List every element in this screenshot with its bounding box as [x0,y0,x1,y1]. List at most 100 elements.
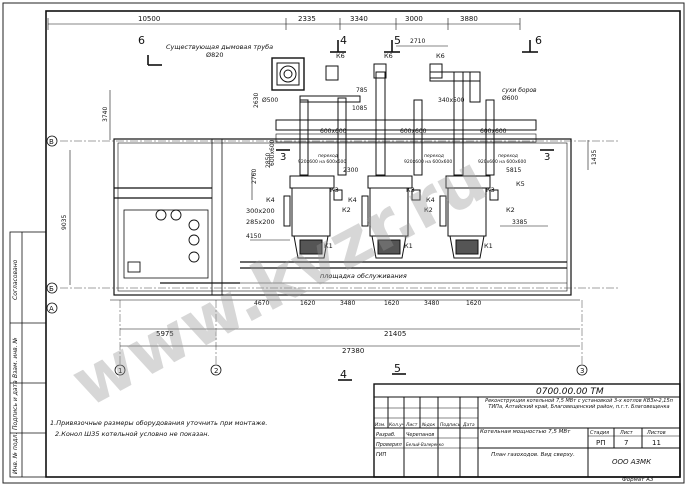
size-300: 300x200 [246,207,275,215]
flue-ducts [275,63,537,176]
mark-k6-3: К6 [436,52,445,60]
dim-3000: 3000 [405,15,423,23]
mark-k1-2: К1 [404,242,413,250]
stage-header: Стадия [590,430,609,436]
boiler-1 [283,175,343,259]
transition-3: переход [498,154,518,159]
platform-label: площадка обслуживания [320,272,407,280]
sheets-value: 11 [652,439,661,447]
axis-3: 3 [580,367,584,375]
section-4-bottom: 4 [340,368,347,381]
dim-9035: 9035 [61,215,68,230]
dimension-lines [47,18,589,347]
transition-size-3: 920x600 на 600x600 [478,159,526,165]
project-title-box: Реконструкция котельной 7,5 МВт с устано… [485,398,673,411]
col-date: Дата [462,422,475,428]
section-6-right: 6 [535,34,542,47]
sheet-name-box: План газоходов. Вид сверху. [491,452,575,458]
role-checker: Проверил [376,442,402,448]
hog-label: сухи боров [502,87,537,94]
dim-3880: 3880 [460,15,478,23]
drawing-code: 0700.00.00 ТМ [536,387,604,397]
title-block-frame [373,383,681,478]
size-600-2: 600x600 [400,128,427,135]
pumps [127,209,200,273]
dim-3740: 3740 [102,107,109,122]
chimney-dia-label: Ø820 [206,51,224,59]
company-name: ООО АЗМК [612,458,652,466]
axis-1: 1 [118,367,122,375]
section-marks [147,40,554,381]
dim-1085: 1085 [352,105,367,112]
dim-row-2: 3480 [340,300,355,307]
axis-lines [60,140,620,366]
section-6-left: 6 [138,34,145,47]
replace-inv-label: Взам. инв. № [12,337,19,378]
col-list: Лист [405,422,418,428]
inv-no-label: Инв. № подл. [12,433,19,474]
dim-10500: 10500 [138,15,160,23]
mark-k4-2: К4 [348,196,357,204]
hog-dia-label: Ø600 [502,95,518,102]
dim-2300: 2300 [343,167,358,174]
col-izm: Изм. [375,422,386,428]
mark-k2-1: К2 [342,206,351,214]
size-285: 285x200 [246,218,275,226]
dim-3340: 3340 [350,15,368,23]
project-title: Реконструкция котельной 7,5 МВт с устано… [485,398,673,411]
mark-k1-3: К1 [484,242,493,250]
dim-27380: 27380 [342,347,364,355]
mark-k3-1: К3 [330,186,339,194]
mark-k4-3: К4 [426,196,435,204]
chimney-pipe-label: Ø500 [262,97,278,104]
size-600-3: 600x600 [480,128,507,135]
dim-row-5: 1620 [466,300,481,307]
building-outline [113,138,572,296]
mark-k5: К5 [516,180,525,188]
dim-785: 785 [356,87,368,94]
object-name-box: Котельная мощностью 7,5 МВт [480,429,570,435]
stage-value: РП [596,439,606,447]
mark-k6-1: К6 [336,52,345,60]
axis-bubbles [46,135,588,376]
format-label: Формат А3 [622,477,654,483]
transition-1: переход [318,154,338,159]
col-sign: Подпись [440,422,461,428]
boiler-2 [361,175,421,259]
left-strip [9,231,47,478]
note-1: 1.Привязочные размеры оборудования уточн… [50,419,267,427]
size-600-4: 600x600 [269,139,276,166]
section-5-top: 5 [394,34,401,47]
dim-1435: 1435 [591,150,598,165]
sheet-value: 7 [624,439,628,447]
watermark: www.kvzr.ru [59,140,499,422]
dim-2850: 2850 [265,153,272,168]
role-developer: Разраб. [376,432,396,438]
dim-5815: 5815 [506,167,521,174]
dim-2760: 2760 [251,169,258,184]
sheet-header: Лист [619,430,634,436]
role-gip: ГИП [376,452,387,458]
sheets-header: Листов [646,430,666,436]
mark-k1-1: К1 [324,242,333,250]
col-kolich: Кол.уч [389,422,405,428]
section-5-bottom: 5 [394,362,401,375]
existing-chimney [271,57,305,91]
size-600-1: 600x600 [320,128,347,135]
dim-row-4: 3480 [424,300,439,307]
dim-4150: 4150 [246,233,261,240]
mark-k4-1: К4 [266,196,275,204]
mark-k3-2: К3 [406,186,415,194]
sign-date-label: Подпись и дата [12,380,19,430]
axis-2: 2 [214,367,218,375]
col-ndok: №док [421,422,436,428]
mark-k6-2: К6 [384,52,393,60]
size-340: 340x500 [438,97,465,104]
axis-v: В [49,138,54,146]
transition-2: переход [424,154,444,159]
section-3-left: 3 [280,152,286,163]
section-4-top: 4 [340,34,347,47]
axis-b: Б [49,285,54,293]
